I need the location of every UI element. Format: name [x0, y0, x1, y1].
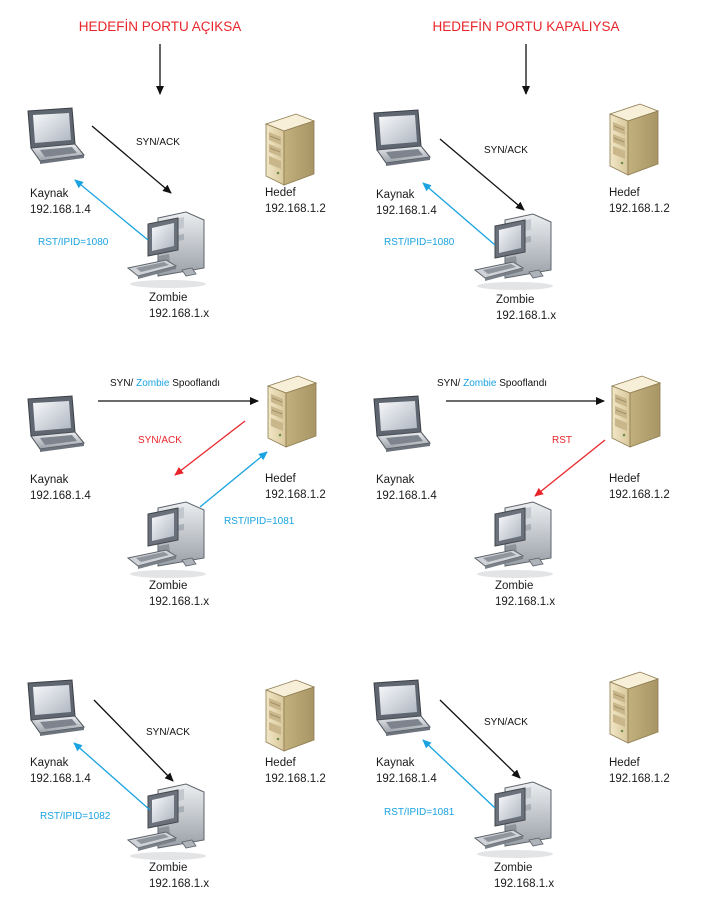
zombie-ip: 192.168.1.x	[496, 310, 556, 322]
zombie-ip: 192.168.1.x	[149, 308, 209, 320]
zombie-desktop-icon	[474, 213, 554, 291]
source-name: Kaynak	[30, 188, 69, 200]
syn-prefix: SYN/	[110, 378, 136, 389]
syn-ack-label: SYN/ACK	[138, 435, 182, 446]
syn-ack-arrow	[439, 699, 521, 779]
source-ip: 192.168.1.4	[30, 204, 91, 216]
zombie-desktop-icon	[127, 783, 207, 861]
syn-spoof-label: SYN/ Zombie Spooflandı	[110, 378, 220, 389]
rst-ipid-label: RST/IPID=1081	[384, 807, 455, 818]
source-laptop-icon	[373, 109, 431, 167]
source-laptop-icon	[373, 679, 431, 737]
target-server-icon	[609, 671, 659, 744]
zombie-ip: 192.168.1.x	[494, 878, 554, 890]
source-laptop-icon	[27, 107, 85, 165]
source-laptop-icon	[373, 395, 431, 453]
rst-arrow	[73, 742, 151, 811]
syn-zombie-word: Zombie	[463, 378, 497, 389]
target-ip: 192.168.1.2	[265, 203, 326, 215]
zombie-desktop-icon	[474, 781, 554, 859]
target-name: Hedef	[265, 187, 296, 199]
zombie-ip: 192.168.1.x	[149, 878, 209, 890]
target-name: Hedef	[265, 757, 296, 769]
panel-open-step2: Kaynak 192.168.1.4 Hedef 192.168.1.2 Zom…	[27, 375, 326, 608]
source-name: Kaynak	[376, 757, 415, 769]
rst-arrow	[534, 439, 606, 497]
syn-ack-arrow	[91, 125, 172, 194]
target-server-icon	[267, 375, 317, 448]
target-name: Hedef	[609, 757, 640, 769]
rst-arrow	[422, 182, 496, 246]
zombie-ip: 192.168.1.x	[149, 596, 209, 608]
syn-ack-arrow	[174, 420, 246, 476]
source-name: Kaynak	[376, 189, 415, 201]
rst-ipid-label: RST/IPID=1080	[38, 237, 109, 248]
source-name: Kaynak	[376, 474, 415, 486]
panel-open-step3: Kaynak 192.168.1.4 Hedef 192.168.1.2 Zom…	[27, 679, 326, 890]
panel-closed-step1: Kaynak 192.168.1.4 Hedef 192.168.1.2 Zom…	[373, 103, 670, 322]
syn-suffix: Spooflandı	[169, 378, 220, 389]
header-port-closed: HEDEFİN PORTU KAPALIYSA	[432, 19, 619, 34]
source-ip: 192.168.1.4	[376, 773, 437, 785]
panel-closed-step3: Kaynak 192.168.1.4 Hedef 192.168.1.2 Zom…	[373, 671, 670, 890]
source-laptop-icon	[27, 395, 85, 453]
target-ip: 192.168.1.2	[265, 773, 326, 785]
syn-ack-arrow	[93, 699, 174, 782]
panel-open-step1: Kaynak 192.168.1.4 Hedef 192.168.1.2 Zom…	[27, 107, 326, 320]
syn-zombie-word: Zombie	[136, 378, 170, 389]
zombie-name: Zombie	[496, 294, 534, 306]
zombie-desktop-icon	[474, 501, 554, 579]
syn-suffix: Spooflandı	[496, 378, 547, 389]
target-ip: 192.168.1.2	[609, 489, 670, 501]
target-name: Hedef	[265, 473, 296, 485]
zombie-desktop-icon	[127, 501, 207, 579]
syn-spoof-label: SYN/ Zombie Spooflandı	[437, 378, 547, 389]
syn-ack-label: SYN/ACK	[146, 727, 190, 738]
target-ip: 192.168.1.2	[609, 203, 670, 215]
rst-ipid-label: RST/IPID=1081	[224, 516, 295, 527]
target-name: Hedef	[609, 187, 640, 199]
panel-closed-step2: Kaynak 192.168.1.4 Hedef 192.168.1.2 Zom…	[373, 375, 670, 608]
zombie-name: Zombie	[149, 862, 187, 874]
source-laptop-icon	[27, 679, 85, 737]
target-server-icon	[265, 679, 315, 752]
target-server-icon	[611, 375, 661, 448]
source-name: Kaynak	[30, 474, 69, 486]
target-name: Hedef	[609, 473, 640, 485]
zombie-name: Zombie	[495, 580, 533, 592]
zombie-name: Zombie	[149, 292, 187, 304]
source-ip: 192.168.1.4	[30, 773, 91, 785]
rst-label: RST	[552, 435, 572, 446]
syn-ack-label: SYN/ACK	[484, 717, 528, 728]
rst-arrow	[74, 179, 149, 241]
zombie-name: Zombie	[494, 862, 532, 874]
rst-ipid-label: RST/IPID=1082	[40, 811, 111, 822]
zombie-ip: 192.168.1.x	[495, 596, 555, 608]
zombie-name: Zombie	[149, 580, 187, 592]
rst-ipid-label: RST/IPID=1080	[384, 237, 455, 248]
syn-ack-label: SYN/ACK	[484, 145, 528, 156]
syn-ack-arrow	[439, 138, 525, 211]
target-server-icon	[265, 113, 315, 186]
target-ip: 192.168.1.2	[265, 489, 326, 501]
rst-arrow	[422, 739, 496, 809]
source-ip: 192.168.1.4	[30, 490, 91, 502]
rst-arrow	[199, 451, 268, 508]
source-name: Kaynak	[30, 757, 69, 769]
target-ip: 192.168.1.2	[609, 773, 670, 785]
syn-ack-label: SYN/ACK	[136, 137, 180, 148]
source-ip: 192.168.1.4	[376, 490, 437, 502]
zombie-desktop-icon	[127, 211, 207, 289]
target-server-icon	[609, 103, 659, 176]
syn-prefix: SYN/	[437, 378, 463, 389]
source-ip: 192.168.1.4	[376, 205, 437, 217]
header-port-open: HEDEFİN PORTU AÇIKSA	[79, 19, 242, 34]
